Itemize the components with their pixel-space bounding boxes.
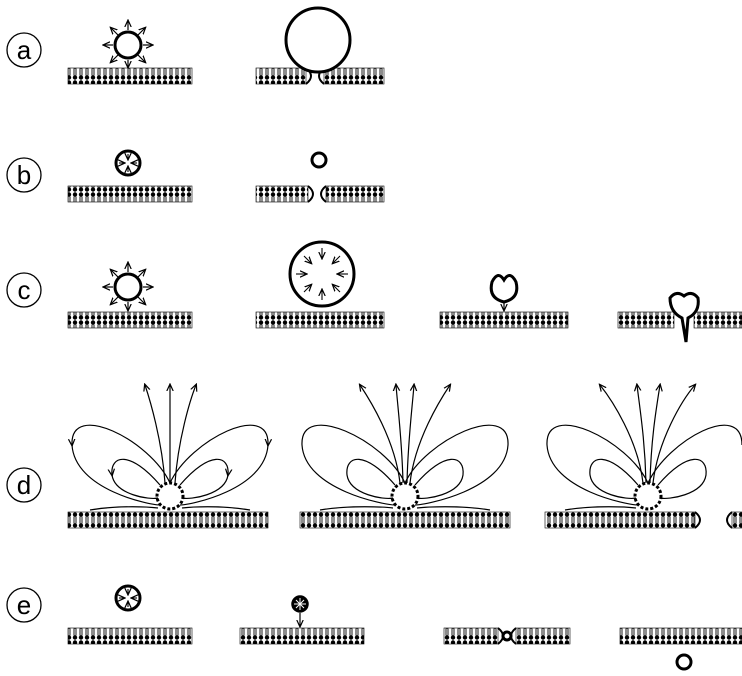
collapsing-bubble-icon: [288, 240, 356, 308]
field-line-group-1: [67, 385, 269, 529]
membrane-pore-icon: [307, 185, 327, 203]
field-line-group-3: [544, 385, 742, 529]
membrane-bilayer-icon: [617, 311, 675, 329]
field-line-icon: [72, 385, 268, 511]
membrane-bilayer-icon: [731, 511, 742, 529]
panel-label-b: b: [6, 157, 42, 193]
panel-label-a: a: [6, 32, 42, 68]
membrane-pore-icon: [694, 511, 733, 529]
membrane-bilayer-icon: [693, 311, 742, 329]
membrane-bilayer-icon: [255, 311, 385, 329]
panel-label-d: d: [6, 467, 42, 503]
collapsing-bubble-icon: [501, 630, 513, 642]
membrane-bilayer-icon: [323, 67, 385, 85]
expanding-bubble-icon: [104, 21, 152, 67]
membrane-bilayer-icon: [255, 185, 309, 203]
panel-a: [67, 6, 385, 85]
collapsing-bubble-icon: [310, 151, 328, 169]
panel-label-c: c: [6, 272, 42, 308]
microjet-icon: [489, 274, 519, 304]
collapsing-bubble-icon: [291, 595, 309, 626]
svg-text:c: c: [18, 275, 31, 305]
collapsing-bubble-icon: [390, 481, 420, 511]
membrane-bilayer-icon: [325, 185, 385, 203]
membrane-bilayer-icon: [239, 627, 365, 645]
membrane-bilayer-icon: [443, 627, 499, 645]
membrane-bilayer-icon: [515, 627, 571, 645]
membrane-bilayer-icon: [67, 67, 193, 85]
expanding-bubble-icon: [104, 263, 152, 310]
panel-label-e: e: [6, 587, 42, 623]
collapsing-bubble-icon: [633, 481, 663, 511]
svg-text:b: b: [17, 160, 31, 190]
membrane-bilayer-icon: [299, 511, 511, 529]
membrane-bilayer-icon: [67, 185, 193, 203]
membrane-bilayer-icon: [255, 67, 307, 85]
collapsing-bubble-icon: [675, 653, 693, 671]
panel-c: [67, 240, 742, 343]
membrane-bilayer-icon: [439, 311, 569, 329]
collapsing-bubble-icon: [114, 149, 142, 177]
collapsing-bubble-icon: [155, 481, 185, 511]
membrane-bilayer-icon: [544, 511, 696, 529]
field-line-icon: [546, 385, 742, 511]
membrane-bilayer-icon: [67, 311, 193, 329]
panel-b: [67, 149, 385, 203]
membrane-bilayer-icon: [67, 627, 193, 645]
svg-text:a: a: [17, 35, 32, 65]
svg-text:e: e: [17, 590, 31, 620]
expanding-bubble-icon: [284, 6, 352, 74]
microjet-icon: [668, 291, 700, 343]
svg-text:d: d: [17, 470, 31, 500]
panel-e: [67, 584, 742, 671]
field-line-icon: [301, 385, 509, 511]
membrane-bilayer-icon: [619, 627, 742, 645]
panel-d: [67, 385, 742, 529]
collapsing-bubble-icon: [114, 584, 142, 612]
field-line-group-2: [299, 385, 511, 529]
membrane-bilayer-icon: [67, 511, 269, 529]
